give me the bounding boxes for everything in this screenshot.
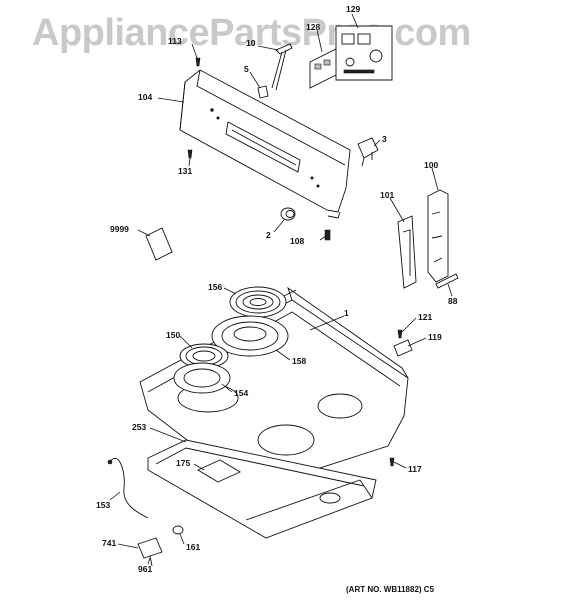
screw-part-113 xyxy=(195,57,201,67)
spacer-part-88 xyxy=(435,273,459,289)
callout-9999: 9999 xyxy=(110,224,129,234)
callout-labels: 129 128 113 10 5 104 131 3 100 101 9999 … xyxy=(96,4,458,574)
wire-harness-153 xyxy=(107,458,149,519)
backsplash-panel xyxy=(179,69,351,219)
cover-part-175 xyxy=(197,459,241,483)
callout-156: 156 xyxy=(208,282,222,292)
leader-lines xyxy=(109,13,453,565)
side-trim-part-100 xyxy=(427,189,449,283)
rod-part xyxy=(271,43,293,91)
callout-154: 154 xyxy=(234,388,248,398)
art-number: (ART NO. WB11882) C5 xyxy=(346,585,435,594)
callout-175: 175 xyxy=(176,458,190,468)
callout-128: 128 xyxy=(306,22,320,32)
grommet-part-161 xyxy=(172,525,184,535)
callout-100: 100 xyxy=(424,160,438,170)
callout-3: 3 xyxy=(382,134,387,144)
callout-150: 150 xyxy=(166,330,180,340)
callout-1: 1 xyxy=(344,308,349,318)
drip-pan-158 xyxy=(211,315,289,357)
clip-part-108 xyxy=(324,229,331,241)
drip-pan-154 xyxy=(173,362,231,394)
burner-box-253 xyxy=(147,439,377,539)
callout-5: 5 xyxy=(244,64,249,74)
terminal-block-741 xyxy=(137,537,163,567)
screw-part-117 xyxy=(389,457,395,467)
screw-part-131 xyxy=(187,149,193,159)
literature-part-9999 xyxy=(145,227,173,261)
callout-113: 113 xyxy=(168,36,182,46)
callout-961: 961 xyxy=(138,564,152,574)
callout-88: 88 xyxy=(448,296,458,306)
callout-119: 119 xyxy=(428,332,442,342)
control-board-128 xyxy=(309,47,339,89)
callout-101: 101 xyxy=(380,190,394,200)
callout-158: 158 xyxy=(292,356,306,366)
callout-161: 161 xyxy=(186,542,200,552)
callout-108: 108 xyxy=(290,236,304,246)
knob-part-2 xyxy=(280,207,296,221)
switch-part-3 xyxy=(357,137,379,167)
callout-2: 2 xyxy=(266,230,271,240)
callout-104: 104 xyxy=(138,92,152,102)
callout-117: 117 xyxy=(408,464,422,474)
callout-153: 153 xyxy=(96,500,110,510)
callout-10x: 10 xyxy=(246,38,256,48)
control-board-129 xyxy=(335,25,393,81)
clip-part-5 xyxy=(257,85,269,99)
bracket-part-101 xyxy=(397,215,417,289)
screw-part-121 xyxy=(397,329,403,339)
bracket-part-119 xyxy=(393,339,413,357)
watermark: AppliancePartsPros.com xyxy=(32,12,471,54)
callout-253: 253 xyxy=(132,422,146,432)
callout-131: 131 xyxy=(178,166,192,176)
callout-741: 741 xyxy=(102,538,116,548)
callout-121: 121 xyxy=(418,312,432,322)
callout-129: 129 xyxy=(346,4,360,14)
